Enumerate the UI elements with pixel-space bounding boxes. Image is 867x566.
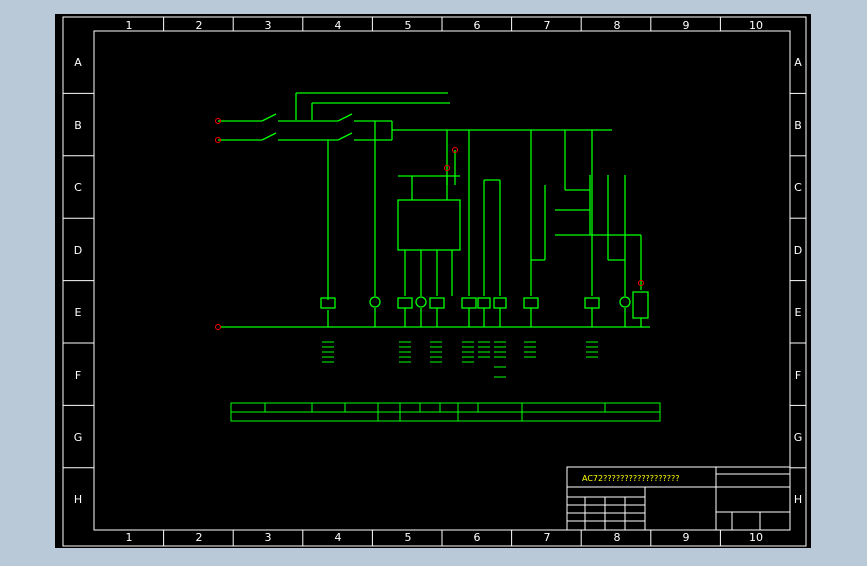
col-label-bottom: 9 (683, 531, 690, 544)
coil (397, 297, 413, 309)
row-ticks (63, 92, 806, 469)
row-label-left: B (74, 119, 82, 132)
coil (493, 297, 507, 309)
col-label-top: 8 (614, 19, 621, 32)
row-label-right: B (794, 119, 802, 132)
col-label-bottom: 7 (544, 531, 551, 544)
row-label-left: G (74, 431, 83, 444)
col-label-top: 3 (265, 19, 272, 32)
branch-8 (530, 130, 546, 327)
col-label-top: 5 (405, 19, 412, 32)
row-label-left: E (75, 306, 82, 319)
terminal-markers (215, 118, 644, 330)
relay-feed (398, 175, 460, 200)
coil (320, 297, 336, 309)
col-label-top: 6 (474, 19, 481, 32)
lamp (369, 296, 381, 308)
col-label-bottom: 4 (335, 531, 342, 544)
row-labels-right: A B C D E F G H (794, 56, 803, 506)
row-label-left: F (75, 369, 81, 382)
column-ticks (163, 17, 721, 546)
row-label-left: A (74, 56, 82, 69)
row-label-left: H (74, 493, 82, 506)
row-label-left: C (74, 181, 82, 194)
row-label-right: G (794, 431, 803, 444)
branch-9 (555, 130, 625, 236)
circuit-wiring (218, 92, 650, 328)
coil (461, 297, 477, 309)
relay-drops (404, 250, 453, 296)
drawing-title: AC72?????????????????? (582, 474, 680, 483)
col-label-bottom: 5 (405, 531, 412, 544)
switch-line-1 (261, 113, 392, 122)
column-labels-bottom: 1 2 3 4 5 6 7 8 9 10 (126, 531, 764, 544)
coil (477, 297, 491, 309)
relay-block (397, 199, 461, 251)
column-labels-top: 1 2 3 4 5 6 7 8 9 10 (126, 19, 764, 32)
row-label-right: D (794, 244, 802, 257)
col-label-top: 4 (335, 19, 342, 32)
col-label-bottom: 10 (749, 531, 763, 544)
row-label-right: C (794, 181, 802, 194)
col-label-bottom: 8 (614, 531, 621, 544)
relay-returns (404, 308, 438, 327)
incoming-lines (218, 120, 262, 141)
row-label-right: E (795, 306, 802, 319)
coil (523, 297, 539, 309)
col-label-top: 10 (749, 19, 763, 32)
title-block (566, 466, 791, 531)
outer-frame (62, 16, 807, 547)
coil (584, 297, 600, 309)
col-label-bottom: 1 (126, 531, 133, 544)
col-label-top: 7 (544, 19, 551, 32)
lamp (619, 296, 631, 308)
row-label-right: H (794, 493, 802, 506)
col-label-top: 2 (196, 19, 203, 32)
lamp (415, 296, 427, 308)
row-label-right: F (795, 369, 801, 382)
col-label-top: 9 (683, 19, 690, 32)
function-table (230, 402, 661, 422)
row-labels-left: A B C D E F G H (74, 56, 83, 506)
row-label-left: D (74, 244, 82, 257)
switch-line-2 (261, 132, 392, 141)
row-label-right: A (794, 56, 802, 69)
col-label-bottom: 3 (265, 531, 272, 544)
col-label-bottom: 6 (474, 531, 481, 544)
branch-7 (483, 179, 501, 327)
col-label-top: 1 (126, 19, 133, 32)
contact-references (322, 341, 598, 378)
drawing-background (55, 14, 811, 548)
col-label-bottom: 2 (196, 531, 203, 544)
coil (429, 297, 445, 309)
